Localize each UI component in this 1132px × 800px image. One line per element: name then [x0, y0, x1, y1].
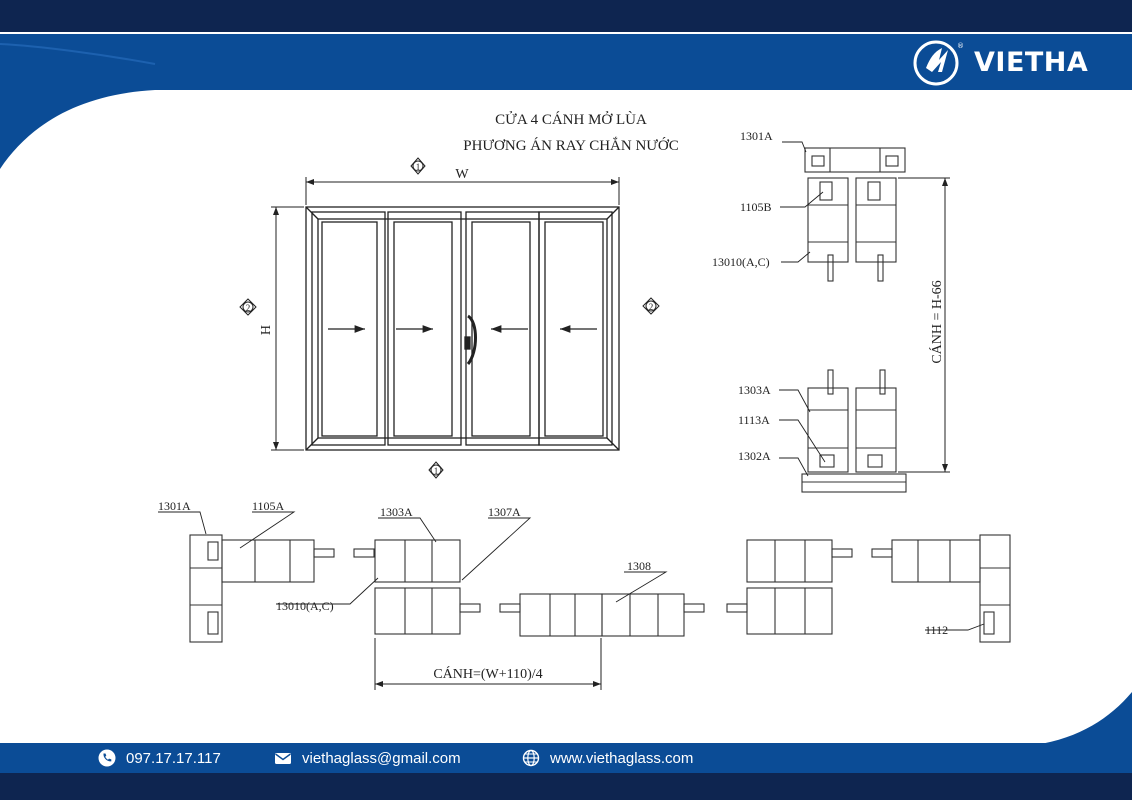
section-marker-top: 1 [410, 157, 426, 175]
svg-text:2: 2 [649, 302, 654, 312]
drawing-title-line1: CỬA 4 CÁNH MỞ LÙA [495, 111, 647, 128]
label-1307A: 1307A [488, 505, 521, 519]
phone-icon [98, 749, 116, 767]
logo-text: VIETHA [974, 46, 1089, 78]
door-elevation [305, 206, 620, 451]
top-strip [0, 0, 1132, 32]
height-label: H [259, 325, 274, 335]
svg-text:1: 1 [434, 466, 439, 476]
label-1105B: 1105B [740, 200, 772, 214]
sash-height-label: CÁNH = H-66 [928, 280, 945, 363]
contact-phone[interactable]: 097.17.17.117 [98, 747, 221, 769]
website-url: www.viethaglass.com [550, 749, 694, 767]
vertical-section [801, 147, 907, 493]
section-marker-bottom: 1 [428, 461, 444, 479]
email-icon [275, 753, 291, 764]
label-1105A: 1105A [252, 499, 285, 513]
left-swoosh [0, 34, 156, 169]
label-1303A-right: 1303A [738, 383, 771, 397]
width-label: W [455, 167, 469, 182]
label-1302A: 1302A [738, 449, 771, 463]
label-1303A-bottom: 1303A [380, 505, 413, 519]
svg-text:2: 2 [246, 303, 251, 313]
vietha-logo: ® VIETHA [912, 38, 1088, 86]
globe-icon [522, 749, 540, 767]
drawing-title-line2: PHƯƠNG ÁN RAY CHẮN NƯỚC [463, 137, 679, 154]
sash-width-label: CÁNH=(W+110)/4 [433, 665, 542, 682]
phone-number: 097.17.17.117 [126, 749, 221, 767]
section-marker-left: 2 [239, 298, 257, 316]
bottom-strip [0, 773, 1132, 800]
label-1301A-bottom: 1301A [158, 499, 191, 513]
svg-text:®: ® [957, 42, 964, 50]
contact-email[interactable]: viethaglass@gmail.com [274, 747, 461, 769]
vietha-emblem-icon: ® [913, 40, 964, 86]
label-1113A: 1113A [738, 413, 770, 427]
label-1112: 1112 [925, 623, 948, 637]
svg-text:1: 1 [416, 162, 421, 172]
horizontal-section [189, 534, 1011, 643]
email-address: viethaglass@gmail.com [302, 749, 461, 767]
label-13010AC-bottom: 13010(A,C) [276, 599, 334, 613]
section-marker-right: 2 [642, 297, 660, 315]
footer-band [0, 743, 1132, 773]
label-13010AC-right: 13010(A,C) [712, 255, 770, 269]
label-1308: 1308 [627, 559, 651, 573]
label-1301A-right: 1301A [740, 129, 773, 143]
contact-website[interactable]: www.viethaglass.com [522, 747, 693, 769]
